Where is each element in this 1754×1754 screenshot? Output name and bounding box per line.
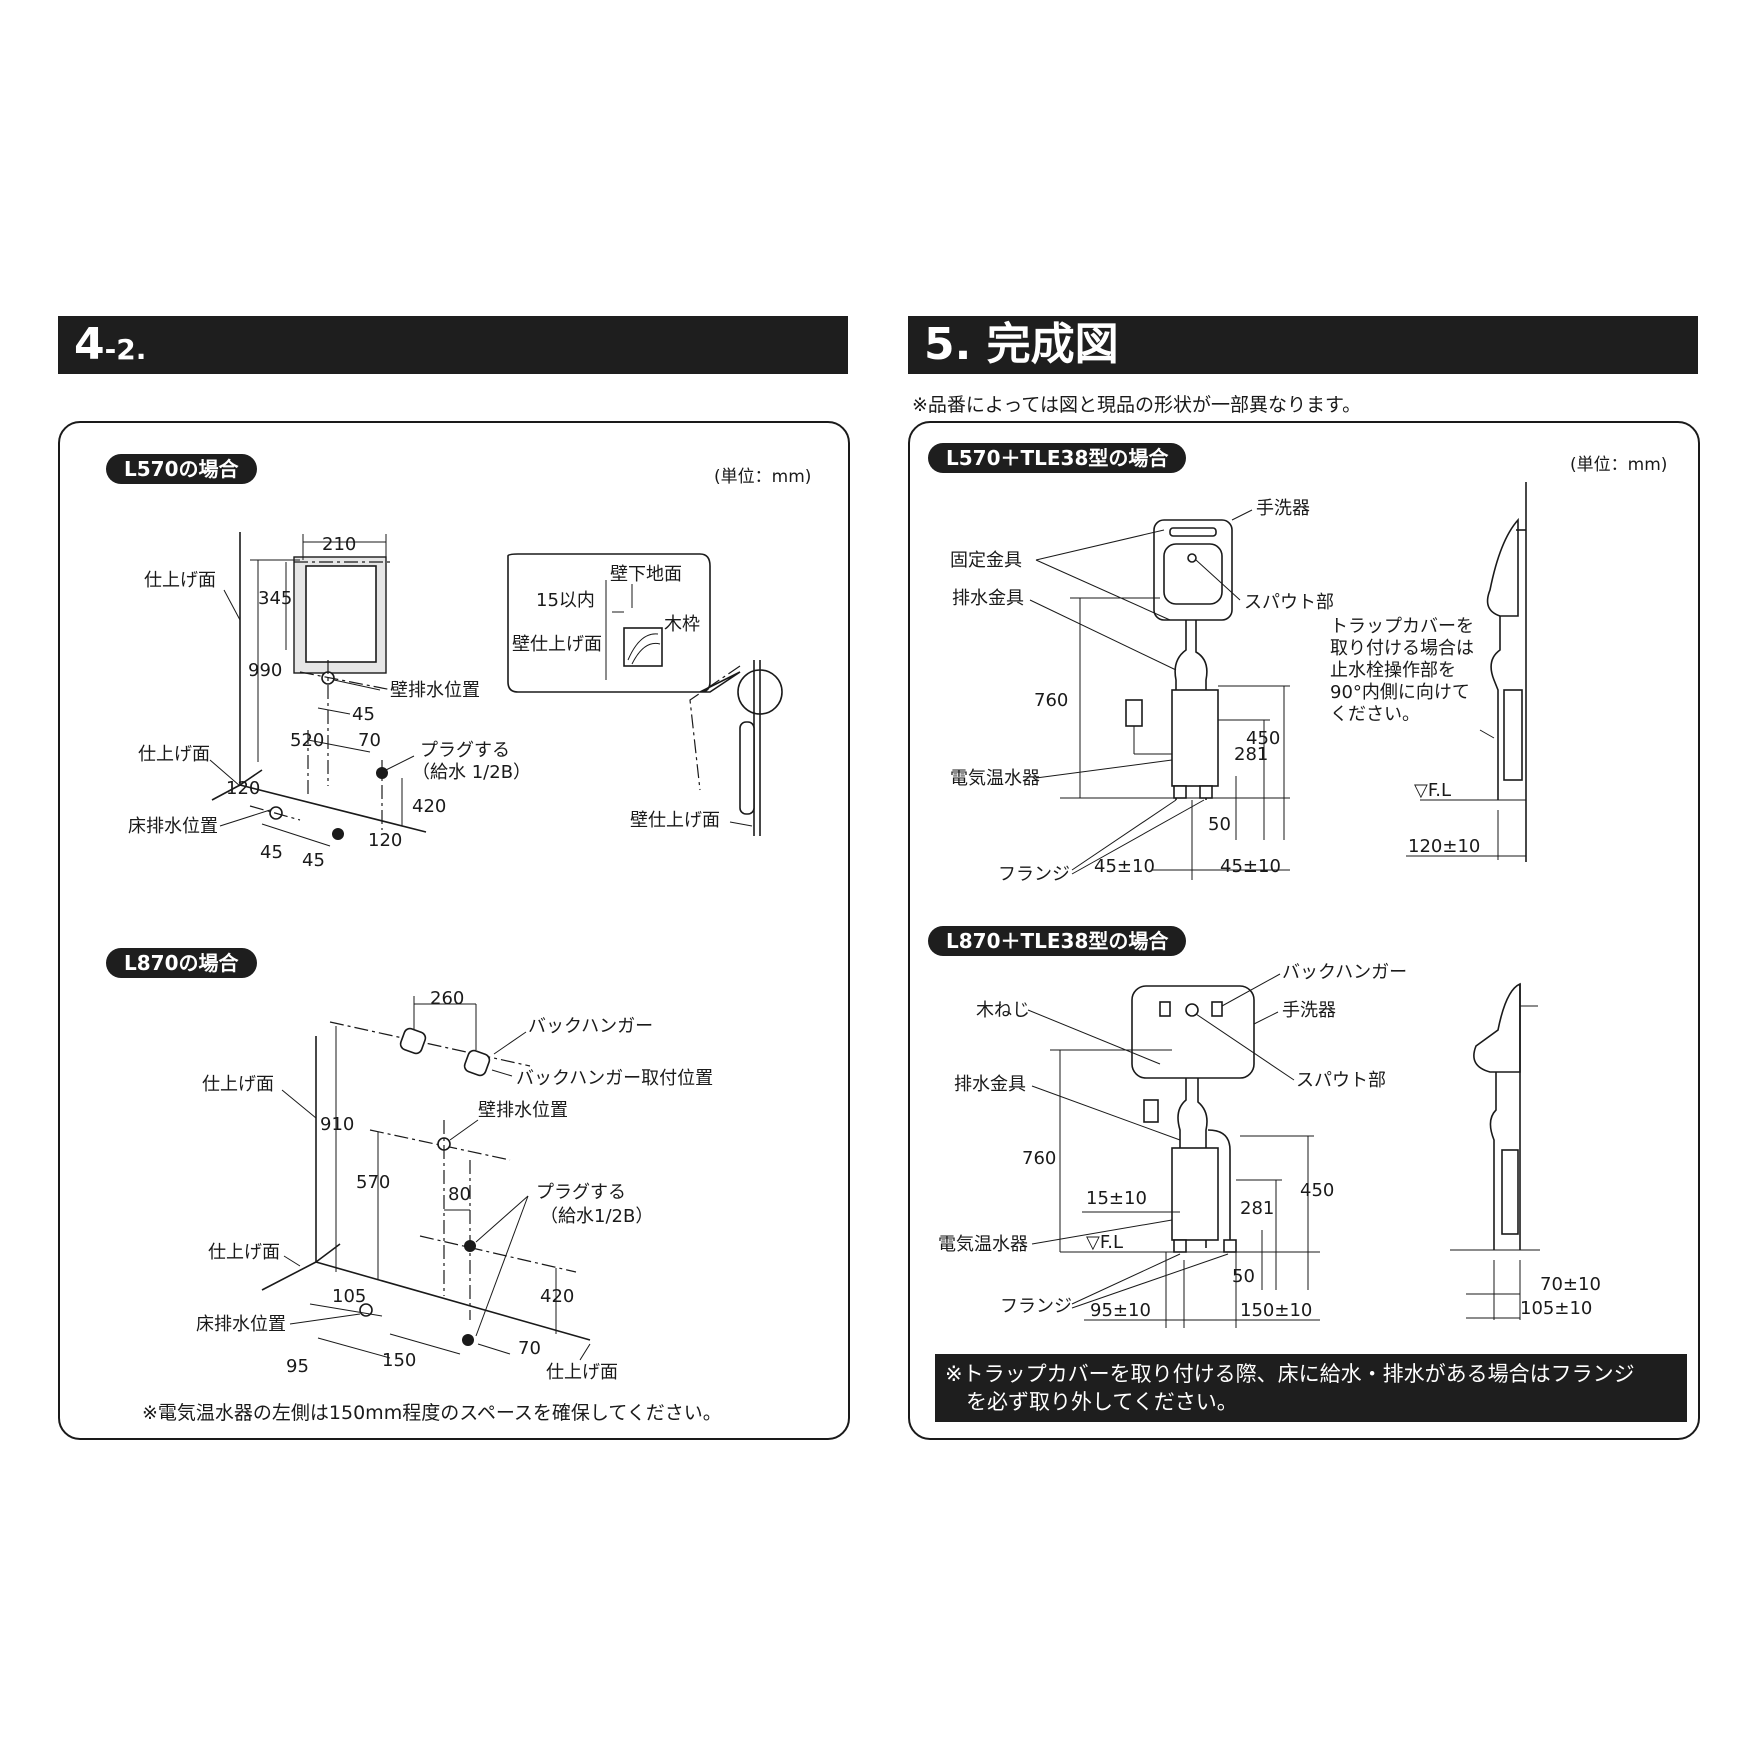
dim-45a: 45	[352, 704, 375, 725]
back-hanger-label: バックハンガー	[528, 1016, 653, 1037]
dim-150: 150	[382, 1350, 416, 1371]
dim-105: 105	[332, 1286, 366, 1307]
dim-45b: 45	[260, 842, 283, 863]
side-wall-finish-label: 壁仕上げ面	[630, 810, 720, 831]
dim-45c: 45	[302, 850, 325, 871]
flange-label: フランジ	[998, 864, 1070, 885]
warning-line-2: を必ず取り外してください。	[945, 1390, 1238, 1414]
trap-note-4: 90°内側に向けて	[1330, 682, 1470, 703]
back-hanger-pos-label: バックハンガー取付位置	[516, 1068, 713, 1089]
dim-105-side: 105±10	[1520, 1298, 1592, 1319]
dim-910: 910	[320, 1114, 354, 1135]
dim-210: 210	[322, 534, 356, 555]
trap-note-3: 止水栓操作部を	[1330, 660, 1456, 681]
wall-drain-label-870: 壁排水位置	[478, 1100, 568, 1121]
dim-70-side: 70±10	[1540, 1274, 1601, 1295]
plug-label-870: プラグする	[536, 1182, 626, 1203]
heater-label-870: 電気温水器	[938, 1234, 1028, 1255]
dim-420: 420	[412, 796, 446, 817]
warning-line-1: ※トラップカバーを取り付ける際、床に給水・排水がある場合はフランジ	[945, 1362, 1635, 1386]
dim-50: 50	[1208, 814, 1231, 835]
plug-label: プラグする	[420, 740, 510, 761]
section-heading-4-2: 4-2.	[58, 316, 848, 374]
dim-95-870: 95±10	[1090, 1300, 1151, 1321]
dim-120a: 120	[226, 778, 260, 799]
screw-label: 木ねじ	[976, 1000, 1030, 1021]
floor-drain-label-870: 床排水位置	[196, 1314, 286, 1335]
dim-570: 570	[356, 1172, 390, 1193]
dim-345: 345	[258, 588, 292, 609]
floor-drain-label: 床排水位置	[128, 816, 218, 837]
detail-floor-label: 壁下地面	[610, 564, 682, 585]
dim-95: 95	[286, 1356, 309, 1377]
dim-450-870: 450	[1300, 1180, 1334, 1201]
trap-note-2: 取り付ける場合は	[1330, 638, 1474, 659]
unit-label: (単位：mm)	[714, 467, 812, 487]
dim-50-870: 50	[1232, 1266, 1255, 1287]
l870-title-pill: L870の場合	[106, 948, 257, 978]
dim-70: 70	[358, 730, 381, 751]
l870-tle38-title-pill: L870＋TLE38型の場合	[928, 926, 1187, 956]
drain-fitting-label-870: 排水金具	[954, 1074, 1026, 1095]
detail-wall-finish-label: 壁仕上げ面	[512, 634, 602, 655]
wall-drain-label: 壁排水位置	[390, 680, 480, 701]
dim-760-870: 760	[1022, 1148, 1056, 1169]
dim-150-870: 150±10	[1240, 1300, 1312, 1321]
dim-281-870: 281	[1240, 1198, 1274, 1219]
trap-note-1: トラップカバーを	[1330, 616, 1474, 637]
dim-15: 15±10	[1086, 1188, 1147, 1209]
heading-number: 4	[74, 319, 105, 370]
finish-floor-label-870: 仕上げ面	[208, 1242, 280, 1263]
dim-260: 260	[430, 988, 464, 1009]
detail-frame-label: 木枠	[664, 614, 700, 635]
basin-label-870: 手洗器	[1282, 1000, 1336, 1021]
dim-420-870: 420	[540, 1286, 574, 1307]
heater-label: 電気温水器	[950, 768, 1040, 789]
finish-floor-label: 仕上げ面	[138, 744, 210, 765]
dim-120b: 120	[368, 830, 402, 851]
finish-floor2-label-870: 仕上げ面	[546, 1362, 618, 1383]
spout-label-870: スパウト部	[1296, 1070, 1386, 1091]
heater-space-note: ※電気温水器の左側は150mm程度のスペースを確保してください。	[142, 1402, 722, 1424]
plug-spec-label-870: （給水1/2B）	[540, 1206, 653, 1227]
dim-120-right: 120±10	[1408, 836, 1480, 857]
dim-760: 760	[1034, 690, 1068, 711]
l570-title-pill: L570の場合	[106, 454, 257, 484]
dim-520: 520	[290, 730, 324, 751]
bracket-label: 固定金具	[950, 550, 1022, 571]
l570-tle38-title-pill: L570＋TLE38型の場合	[928, 443, 1187, 473]
fl-label: ▽F.L	[1414, 780, 1451, 801]
flange-label-870: フランジ	[1000, 1296, 1072, 1317]
detail-within-label: 15以内	[536, 590, 595, 611]
completed-diagram-heading: 5. 完成図	[924, 319, 1119, 370]
basin-label: 手洗器	[1256, 498, 1310, 519]
flange-removal-warning: ※トラップカバーを取り付ける際、床に給水・排水がある場合はフランジ を必ず取り外…	[935, 1354, 1687, 1422]
drain-fitting-label: 排水金具	[952, 588, 1024, 609]
left-panel	[58, 421, 850, 1440]
fl-label-870: ▽F.L	[1086, 1232, 1123, 1253]
dim-70-870: 70	[518, 1338, 541, 1359]
trap-note-5: ください。	[1330, 704, 1420, 725]
finish-wall-label: 仕上げ面	[144, 570, 216, 591]
section-heading-5: 5. 完成図	[908, 316, 1698, 374]
back-hanger-label-right: バックハンガー	[1282, 962, 1407, 983]
product-shape-note: ※品番によっては図と現品の形状が一部異なります。	[912, 394, 1362, 416]
dim-281: 281	[1234, 744, 1268, 765]
spout-label: スパウト部	[1244, 592, 1334, 613]
dim-450: 450	[1246, 728, 1280, 749]
plug-spec-label: （給水 1/2B）	[412, 762, 531, 783]
dim-80: 80	[448, 1184, 471, 1205]
dim-45a-right: 45±10	[1094, 856, 1155, 877]
finish-wall-label-870: 仕上げ面	[202, 1074, 274, 1095]
dim-45b-right: 45±10	[1220, 856, 1281, 877]
dim-990: 990	[248, 660, 282, 681]
heading-subnumber: -2.	[104, 333, 147, 366]
unit-label-right: (単位：mm)	[1570, 455, 1668, 475]
